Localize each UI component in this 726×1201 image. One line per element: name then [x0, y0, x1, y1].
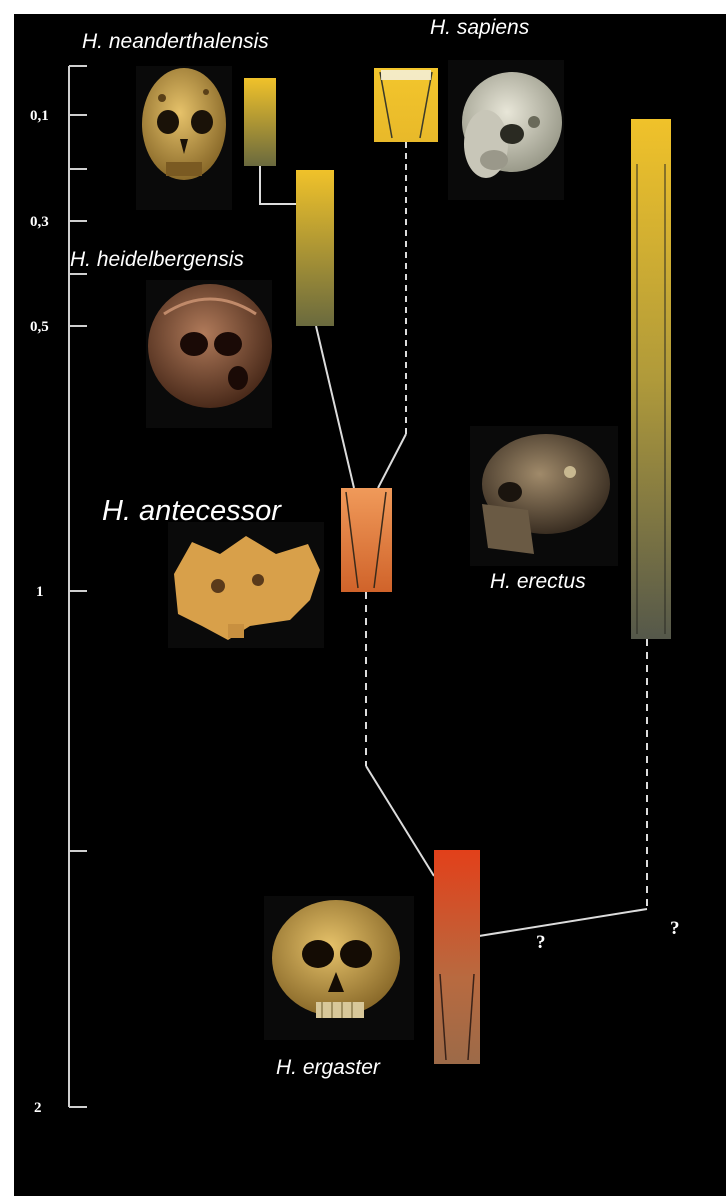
axis-label-2: 2 — [34, 1100, 42, 1116]
label-heidelbergensis: H. heidelbergensis — [70, 248, 244, 271]
skull-heidelbergensis — [146, 280, 272, 428]
skull-sapiens — [448, 60, 564, 200]
skull-neanderthalensis — [136, 66, 232, 210]
bar-neanderthalensis — [244, 78, 276, 166]
skull-antecessor — [168, 522, 324, 648]
label-sapiens: H. sapiens — [430, 16, 530, 39]
connector-antecessor-ergaster — [366, 766, 434, 876]
axis-label-0-3: 0,3 — [30, 214, 49, 230]
bar-erectus — [631, 119, 671, 639]
label-antecessor: H. antecessor — [102, 495, 282, 527]
label-ergaster: H. ergaster — [276, 1056, 381, 1079]
bar-heidelbergensis — [296, 170, 334, 326]
connector-sapiens-antecessor — [378, 434, 406, 488]
label-neanderthalensis: H. neanderthalensis — [82, 30, 269, 53]
uncertain-mark-left: ? — [536, 932, 546, 953]
connector-neanderthal-heidelberg — [260, 166, 296, 204]
axis-label-0-1: 0,1 — [30, 108, 49, 124]
uncertain-mark-right: ? — [670, 918, 680, 939]
skull-erectus — [470, 426, 618, 566]
bar-antecessor — [341, 488, 392, 592]
skull-ergaster — [264, 896, 414, 1040]
label-erectus: H. erectus — [490, 570, 586, 593]
connector-heidelberg-antecessor — [316, 326, 354, 488]
phylogeny-diagram: 0,1 0,3 0,5 1 2 — [14, 14, 726, 1196]
axis-label-0-5: 0,5 — [30, 319, 49, 335]
bar-ergaster — [434, 850, 480, 1064]
bar-sapiens — [374, 68, 438, 142]
time-axis — [69, 66, 87, 1107]
axis-label-1: 1 — [36, 584, 44, 600]
connector-ergaster-erectus — [479, 909, 647, 936]
diagram-panel: 0,1 0,3 0,5 1 2 — [14, 14, 726, 1196]
